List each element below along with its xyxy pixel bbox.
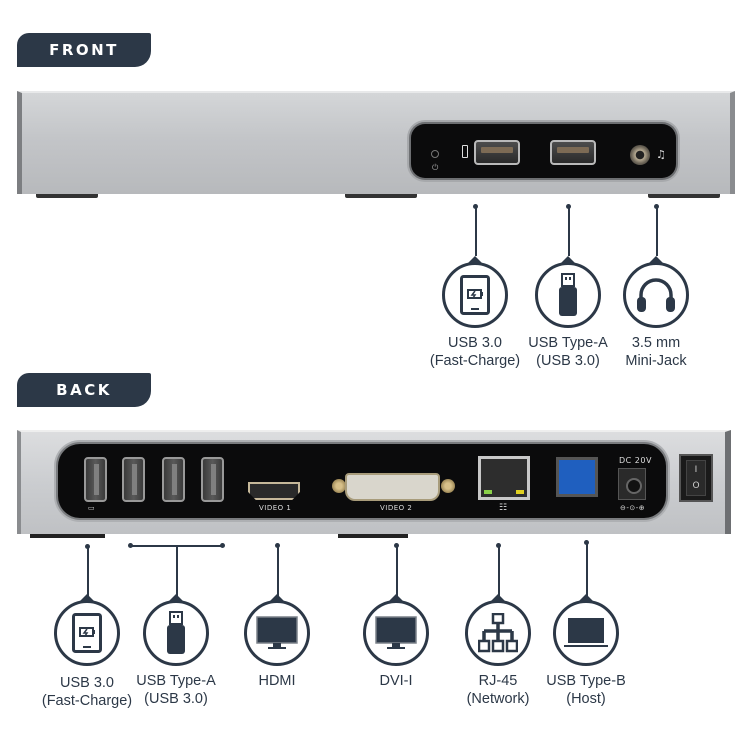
- back-section-tab: BACK: [17, 373, 151, 407]
- tablet-charge-icon: [54, 600, 120, 666]
- headphone-symbol-icon: ♫: [656, 148, 666, 161]
- device-foot: [338, 534, 408, 538]
- callout-dot: [220, 543, 225, 548]
- battery-charge-icon: [462, 145, 468, 158]
- monitor-icon: [244, 600, 310, 666]
- callout-line: [176, 546, 178, 596]
- callout-line: [87, 546, 89, 596]
- video2-label: VIDEO 2: [380, 504, 413, 512]
- laptop-icon: [553, 600, 619, 666]
- activity-led: [516, 490, 524, 494]
- dvi-port: [345, 473, 440, 501]
- back-usb-fast-charge-port: [84, 457, 107, 502]
- front-callout-label: USB 3.0(Fast-Charge): [429, 335, 521, 369]
- dvi-screw: [332, 479, 346, 493]
- dc-polarity-icon: ⊖-⊙-⊕: [620, 504, 646, 512]
- headphones-icon: [623, 262, 689, 328]
- dvi-screw: [441, 479, 455, 493]
- network-symbol-icon: ☷: [499, 503, 508, 513]
- usb-type-b-port: [556, 457, 598, 497]
- back-usb-type-a-port: [201, 457, 224, 502]
- audio-jack-port: [630, 145, 650, 165]
- front-usb-type-a-port: [550, 140, 596, 165]
- link-led: [484, 490, 492, 494]
- power-led-icon: [431, 150, 439, 158]
- back-callout-label: HDMI: [258, 673, 296, 689]
- dc-power-jack: [618, 468, 646, 500]
- callout-line: [498, 545, 500, 596]
- usb-flash-drive-icon: [143, 600, 209, 666]
- callout-line: [396, 545, 398, 596]
- front-section-tab: FRONT: [17, 33, 151, 67]
- back-callout-label: USB Type-A(USB 3.0): [136, 673, 216, 707]
- callout-line: [475, 206, 477, 256]
- back-callout-label: RJ-45(Network): [466, 673, 530, 707]
- back-usb-type-a-port: [122, 457, 145, 502]
- device-foot: [30, 534, 105, 538]
- back-usb-type-a-port: [162, 457, 185, 502]
- device-foot: [345, 194, 417, 198]
- callout-line: [277, 545, 279, 596]
- network-icon: [465, 600, 531, 666]
- front-usb-fast-charge-port: [474, 140, 520, 165]
- callout-line: [586, 542, 588, 596]
- callout-line: [568, 206, 570, 256]
- battery-charge-icon: ▭: [88, 504, 96, 512]
- back-callout-label: USB 3.0(Fast-Charge): [41, 675, 133, 709]
- back-callout-label: USB Type-B(Host): [546, 673, 626, 707]
- device-foot: [648, 194, 720, 198]
- power-icon: ⏻: [432, 163, 439, 172]
- usb-flash-drive-icon: [535, 262, 601, 328]
- callout-line: [656, 206, 658, 256]
- front-callout-label: USB Type-A(USB 3.0): [528, 335, 608, 369]
- back-callout-label: DVI-I: [379, 673, 413, 689]
- tablet-charge-icon: [442, 262, 508, 328]
- monitor-icon: [363, 600, 429, 666]
- hdmi-port: [248, 482, 300, 500]
- video1-label: VIDEO 1: [259, 504, 292, 512]
- rj45-port: [478, 456, 530, 500]
- power-switch[interactable]: I O: [679, 454, 713, 502]
- dc-label: DC 20V: [619, 456, 652, 465]
- device-foot: [36, 194, 98, 198]
